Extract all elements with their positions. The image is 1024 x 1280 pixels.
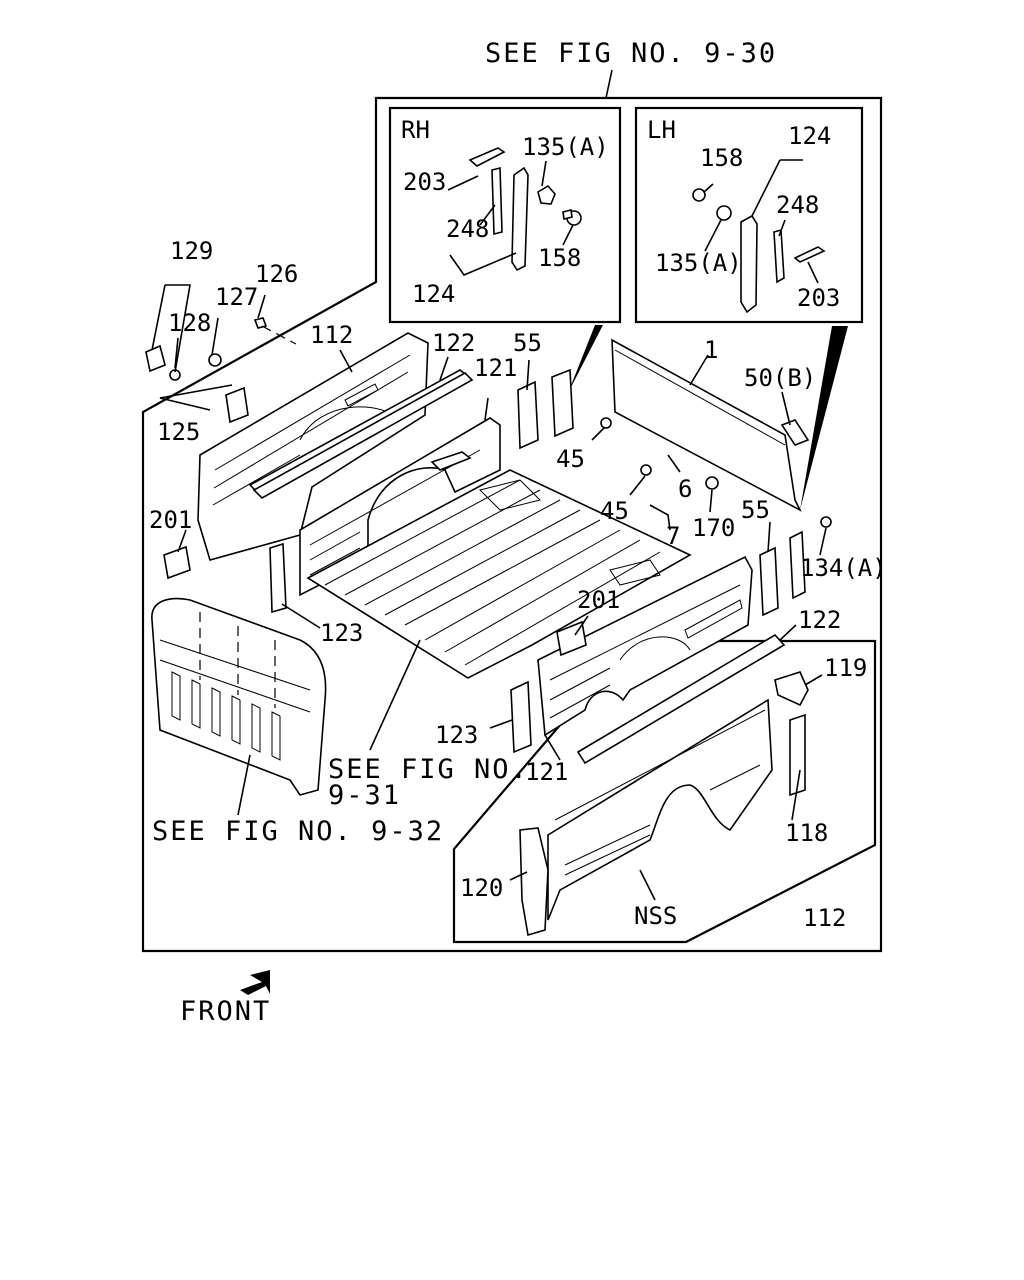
callout-123-left: 123 [320,619,363,647]
callout-rh-135a: 135(A) [522,133,609,161]
tailgate [611,338,802,512]
callout-128: 128 [168,309,211,337]
callout-118: 118 [785,819,828,847]
stake-posts [269,368,806,754]
callout-201-mid: 201 [577,586,620,614]
callout-1: 1 [704,336,718,364]
front-label: FRONT [180,996,271,1027]
callout-lh-158: 158 [700,144,743,172]
callout-126: 126 [255,260,298,288]
ref-fig-9-30: SEE FIG NO. 9-30 [485,38,777,69]
callout-119: 119 [824,654,867,682]
callout-50b: 50(B) [744,364,816,392]
rh-title: RH [401,116,430,144]
callout-122-right: 122 [798,606,841,634]
callout-125: 125 [157,418,200,446]
ref-fig-9-31-a: SEE FIG NO. [328,754,529,785]
callout-134a: 134(A) [800,554,887,582]
side-panel-subframe [452,639,877,944]
tailgate-wedge-right [800,326,848,510]
callout-112-bottom: 112 [803,904,846,932]
callout-lh-203: 203 [797,284,840,312]
callout-120: 120 [460,874,503,902]
corner-cap-120 [519,827,549,937]
right-inner-panel [537,555,753,737]
bracket-119 [774,671,809,707]
callout-45-a: 45 [556,445,585,473]
callout-123-bottom: 123 [435,721,478,749]
rh-inset-parts [447,147,582,276]
lh-title: LH [647,116,676,144]
callout-201-left: 201 [149,506,192,534]
callout-112-top: 112 [310,321,353,349]
callout-rh-124: 124 [412,280,455,308]
callout-lh-124: 124 [788,122,831,150]
callout-rh-158: 158 [538,244,581,272]
bracket-118 [789,713,806,797]
callout-170: 170 [692,514,735,542]
callout-122-top: 122 [432,329,475,357]
callout-lh-248: 248 [776,191,819,219]
callout-121-top: 121 [474,354,517,382]
leader-fig-9-30 [605,69,613,99]
callout-55-right: 55 [741,496,770,524]
front-arrow-icon [240,970,270,995]
lh-inset-box [634,106,864,324]
callout-129: 129 [170,237,213,265]
lh-inset-parts [692,159,826,314]
tailgate-wedge-left [568,325,603,393]
ref-fig-9-32: SEE FIG NO. 9-32 [152,816,444,847]
callout-7: 7 [666,522,680,550]
callout-6: 6 [678,475,692,503]
right-outer-side-panel [547,698,773,921]
callout-nss: NSS [634,902,677,930]
bed-floor [306,469,692,679]
left-rail-cap [252,372,474,499]
callout-121-bottom: 121 [525,758,568,786]
callout-rh-248: 248 [446,215,489,243]
front-panel [151,597,327,796]
rh-inset-box [388,106,622,324]
callout-55-left: 55 [513,329,542,357]
main-frame [141,96,883,953]
callout-rh-203: 203 [403,168,446,196]
right-rail-cap [576,633,786,765]
left-inner-panel [299,417,501,597]
leader-lines [151,284,827,901]
callout-lh-135a: 135(A) [655,249,742,277]
callout-45-b: 45 [600,497,629,525]
ref-fig-9-31-b: 9-31 [328,780,401,811]
callout-127: 127 [215,283,258,311]
